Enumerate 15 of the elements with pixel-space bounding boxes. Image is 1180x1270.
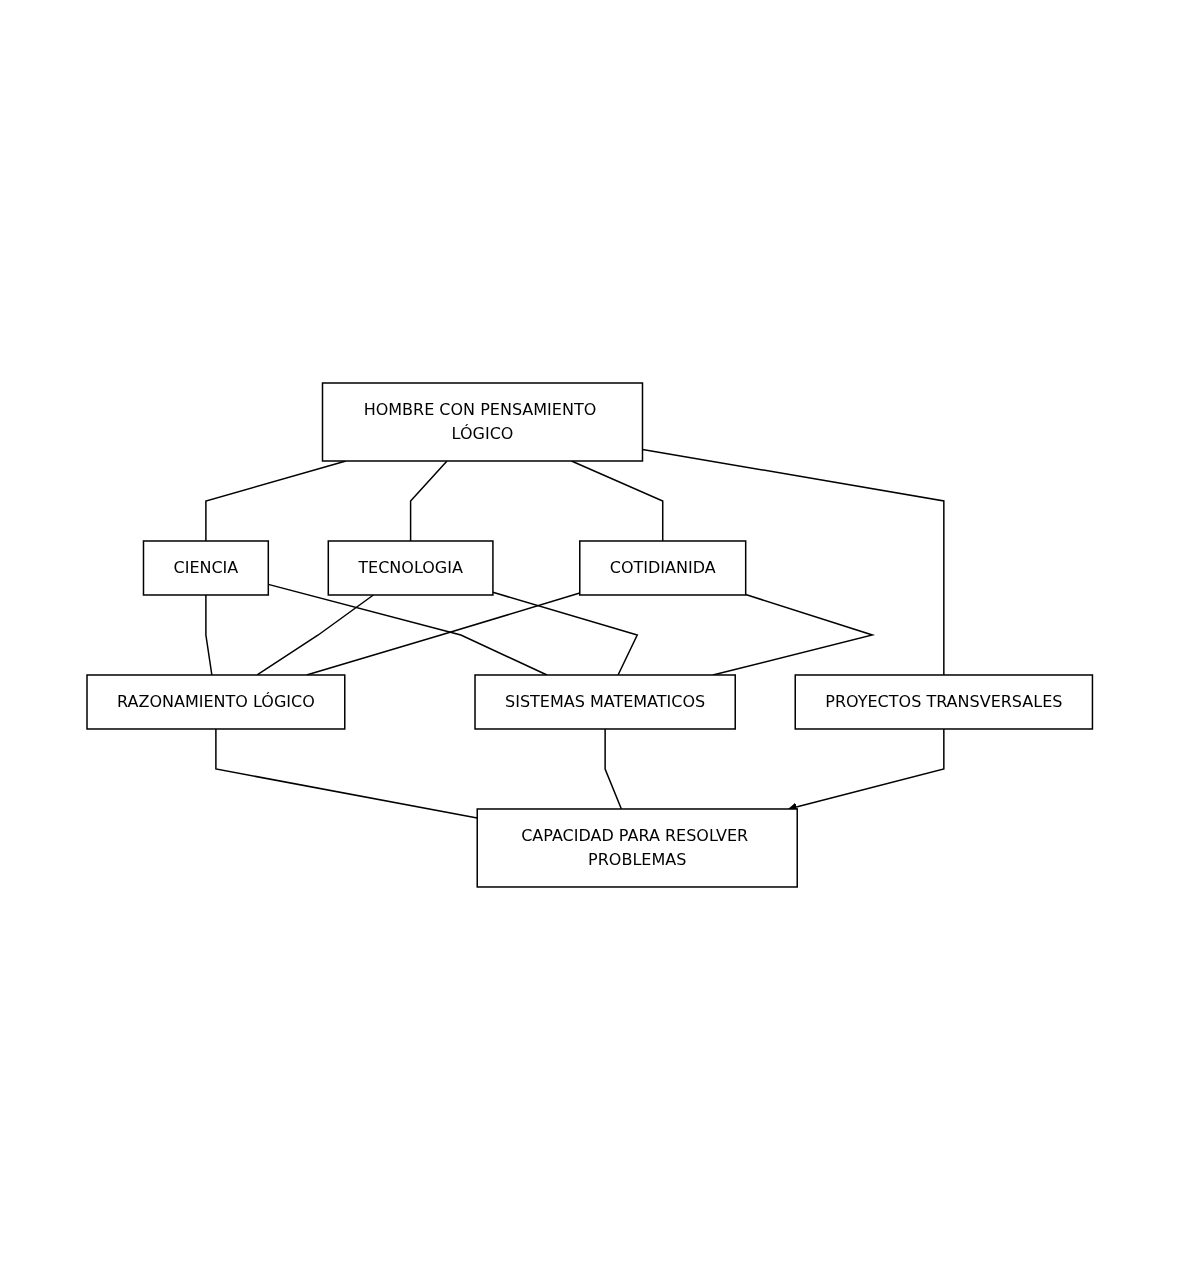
connector — [571, 460, 664, 542]
node-box: COTIDIANIDA — [579, 540, 747, 596]
node-box: CIENCIA — [143, 540, 270, 596]
connector — [256, 594, 375, 676]
node-box: HOMBRE CON PENSAMIENTO LÓGICO — [322, 382, 644, 462]
node-box: PROYECTOS TRANSVERSALES — [794, 674, 1094, 730]
connector — [492, 591, 639, 676]
node-box: SISTEMAS MATEMATICOS — [474, 674, 737, 730]
connector — [604, 728, 623, 810]
connector — [410, 460, 448, 542]
node-box: TECNOLOGIA — [327, 540, 494, 596]
connector — [205, 594, 213, 676]
connector — [642, 448, 945, 676]
node-box: RAZONAMIENTO LÓGICO — [86, 674, 346, 730]
node-box: CAPACIDAD PARA RESOLVER PROBLEMAS — [476, 808, 799, 888]
